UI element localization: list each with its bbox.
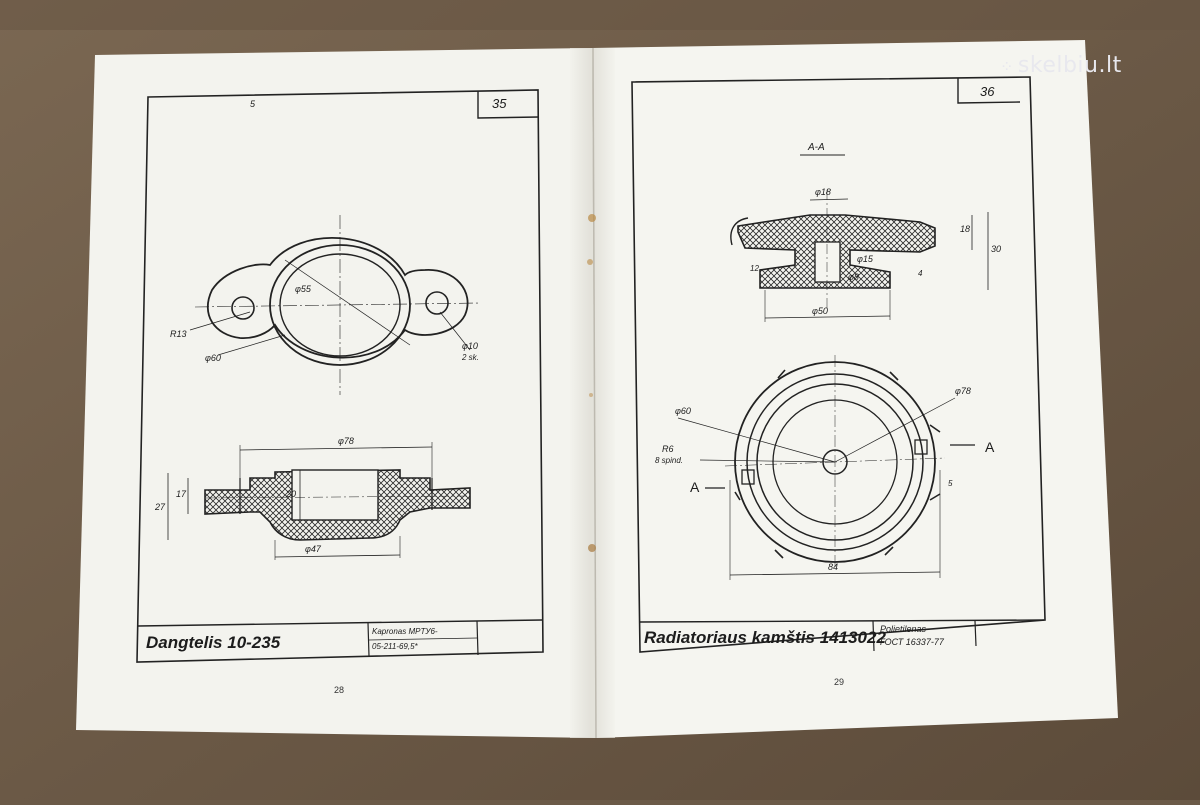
right-drawing-sheet (631, 76, 1046, 653)
right-dim-h18: 18 (960, 224, 971, 234)
left-dim-d10: φ10 (462, 341, 478, 351)
right-material-line1: Polietilenas (880, 624, 927, 634)
left-dim-d10-qty: 2 sk. (462, 353, 479, 362)
right-dim-r6: R6 (662, 444, 674, 454)
left-material-line1: Kapronas MPTУ6- (372, 627, 438, 636)
right-dim-d78: φ78 (955, 386, 971, 396)
left-dim-d60: φ60 (205, 353, 221, 363)
left-dim-d78: φ78 (338, 436, 354, 446)
right-page-number: 29 (834, 677, 845, 687)
left-corner-mark: 5 (250, 99, 256, 109)
left-drawing-sheet (136, 89, 544, 663)
right-dim-m5: 5 (948, 479, 953, 488)
left-dim-d47: φ47 (305, 544, 321, 554)
right-dim-h30: 30 (991, 244, 1002, 254)
left-dim-h27: 27 (155, 502, 166, 512)
right-dim-d50: φ50 (812, 306, 828, 316)
right-dim-d15: φ15 (857, 254, 873, 264)
left-dim-r13: R13 (170, 329, 187, 339)
right-part-title: Radiatoriaus kamštis 1413022 (644, 628, 886, 647)
left-dim-d55: φ55 (295, 284, 311, 294)
left-sheet-number: 35 (492, 96, 507, 111)
section-label: A-A (808, 142, 825, 153)
right-dim-m12: 12 (750, 264, 759, 273)
dots-logo-icon: ⁘ (1000, 57, 1014, 76)
watermark-text: skelbiu.lt (1017, 53, 1122, 78)
right-dim-w84: 84 (828, 562, 839, 572)
left-page (76, 48, 596, 738)
right-dim-d18: φ18 (815, 187, 831, 197)
watermark-logo: ⁘skelbiu.lt (1000, 55, 1122, 77)
right-page (592, 40, 1118, 738)
right-dim-r6-qty: 8 spind. (655, 456, 684, 465)
right-dim-d60: φ60 (675, 406, 691, 416)
left-page-number: 28 (334, 685, 345, 695)
right-sheet-number: 36 (980, 84, 995, 99)
left-dim-h20: 20 (286, 489, 297, 499)
right-dim-m4: 4 (918, 269, 923, 278)
left-dim-h17: 17 (176, 489, 187, 499)
left-part-title: Dangtelis 10-235 (146, 633, 281, 652)
right-dim-d8: φ8 (848, 272, 859, 282)
left-material-line2: 05-211-69,5* (372, 642, 418, 651)
cut-marker-right: A (985, 439, 995, 455)
right-material-line2: ГОСТ 16337-77 (880, 637, 944, 647)
cut-marker-left: A (690, 479, 700, 495)
